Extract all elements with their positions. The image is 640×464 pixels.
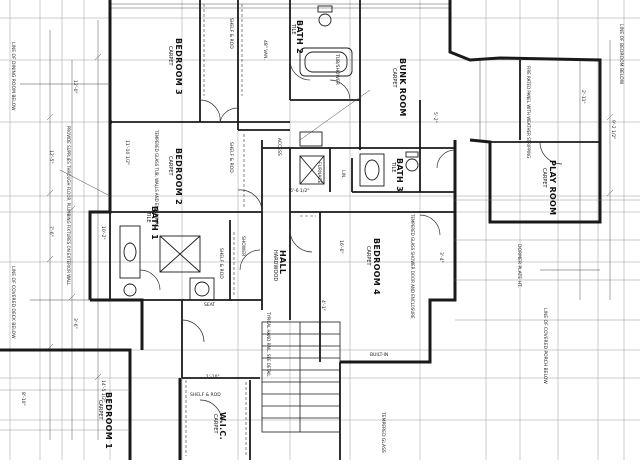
rafter-ties bbox=[0, 199, 640, 431]
room-name-bath2: BATH 2 bbox=[295, 20, 304, 54]
room-finish-bedroom4: CARPET bbox=[365, 246, 371, 266]
note-shelf-rod-4: SHELF & ROD bbox=[190, 393, 221, 398]
note-dormer-plate: DORMER PLATE HT. bbox=[516, 244, 521, 288]
interior-walls bbox=[109, 0, 600, 460]
dim-8: 9'-2 1/2" bbox=[610, 120, 615, 140]
fixtures bbox=[119, 5, 419, 301]
room-name-playroom: PLAY ROOM bbox=[548, 160, 557, 216]
note-linen: LIN. bbox=[340, 170, 345, 179]
dim-14: 4'-1" bbox=[320, 300, 325, 311]
dim-4: 7'-6" bbox=[48, 226, 53, 237]
room-finish-bath1: TILE bbox=[145, 212, 151, 223]
note-line-bedroom: LINE OF BEDROOM BELOW bbox=[618, 24, 623, 85]
room-name-bunkroom: BUNK ROOM bbox=[398, 58, 407, 117]
dim-12: 8'-10" bbox=[20, 392, 25, 406]
room-finish-bath2: TILE bbox=[290, 24, 296, 35]
dim-2: 12'-5" bbox=[48, 150, 53, 164]
room-finish-bedroom1: CARPET bbox=[97, 400, 103, 420]
dim-6: 16'-6" bbox=[338, 240, 343, 254]
dim-7: 5'-2" bbox=[432, 112, 437, 123]
note-vanity: 48" VAN. bbox=[262, 40, 267, 60]
note-tempered-glass-shower: TEMPERED GLASS SHOWER DOOR AND ENCLOSURE bbox=[410, 214, 415, 319]
room-name-bath3: BATH 3 bbox=[395, 158, 404, 192]
dim-3: 10'-2" bbox=[100, 226, 105, 240]
dim-5: 3'-6" bbox=[72, 318, 77, 329]
dim-9: 2'-11" bbox=[580, 90, 585, 104]
closet-shelves bbox=[185, 4, 316, 456]
room-name-bedroom1: BEDROOM 1 bbox=[104, 392, 113, 449]
leader-lines bbox=[20, 60, 600, 301]
note-fire-rated: FIRE RATED PANEL WITH WEATHER STRIPPING bbox=[526, 66, 531, 159]
note-seat: SEAT bbox=[204, 303, 216, 308]
room-finish-hall: HARDWOOD bbox=[272, 250, 278, 282]
note-shelf-rod-3: SHELF & ROD bbox=[218, 248, 223, 279]
room-name-bedroom4: BEDROOM 4 bbox=[372, 238, 381, 295]
note-tempered-glass-tub: TEMPERED GLASS TUB, WALLS AND ENCLOSURE bbox=[154, 130, 159, 228]
dim-1: 12'-0" bbox=[72, 80, 77, 94]
note-tub-shower: TUB/SHOWER bbox=[334, 54, 339, 85]
door-swings bbox=[139, 59, 563, 423]
stair bbox=[261, 321, 341, 433]
note-shelf-rod-1: SHELF & ROD bbox=[228, 18, 233, 49]
note-furnace: FURNACE bbox=[316, 162, 321, 184]
room-finish-wic: CARPET bbox=[212, 414, 218, 434]
room-finish-bedroom2: CARPET bbox=[167, 156, 173, 176]
note-shower: SHOWER bbox=[240, 236, 245, 257]
room-name-bedroom2: BEDROOM 2 bbox=[174, 148, 183, 205]
note-access: ACCESS bbox=[276, 138, 281, 156]
dimension-lines bbox=[46, 3, 614, 440]
room-name-wic: W.I.C. bbox=[218, 412, 227, 440]
note-tempered-glass: TEMPERED GLASS bbox=[380, 412, 385, 453]
room-finish-bunkroom: CARPET bbox=[391, 68, 397, 88]
dim-16: 1'-10" bbox=[206, 375, 220, 380]
dim-11: 3'-4" bbox=[438, 252, 443, 263]
exterior-walls bbox=[0, 0, 602, 460]
note-typical-rail: TYPICAL HAND RAIL. SEE DETAIL bbox=[266, 312, 271, 377]
room-name-bedroom3: BEDROOM 3 bbox=[174, 38, 183, 95]
room-finish-bedroom3: CARPET bbox=[167, 46, 173, 66]
note-provide-supplies: PROVIDE SUPPLIES THROUGH FLOOR, PLUMBING… bbox=[66, 126, 71, 286]
note-line-dining: LINE OF DINING ROOM BELOW bbox=[10, 42, 15, 111]
dim-15: 6'-6 1/2" bbox=[290, 189, 310, 194]
note-line-deck: LINE OF COVERED DECK BELOW bbox=[10, 266, 15, 339]
dim-13: 11'-10 1/2" bbox=[124, 140, 129, 166]
room-name-hall: HALL bbox=[278, 250, 287, 275]
note-shelf-rod-2: SHELF & ROD bbox=[228, 142, 233, 173]
note-built-in: BUILT-IN bbox=[370, 353, 389, 358]
dim-10: 14'-5 1/2" bbox=[100, 380, 105, 403]
room-finish-playroom: CARPET bbox=[541, 168, 547, 188]
note-line-porch: LINE OF COVERED PORCH BELOW bbox=[542, 308, 547, 384]
room-finish-bath3: TILE bbox=[390, 162, 396, 173]
